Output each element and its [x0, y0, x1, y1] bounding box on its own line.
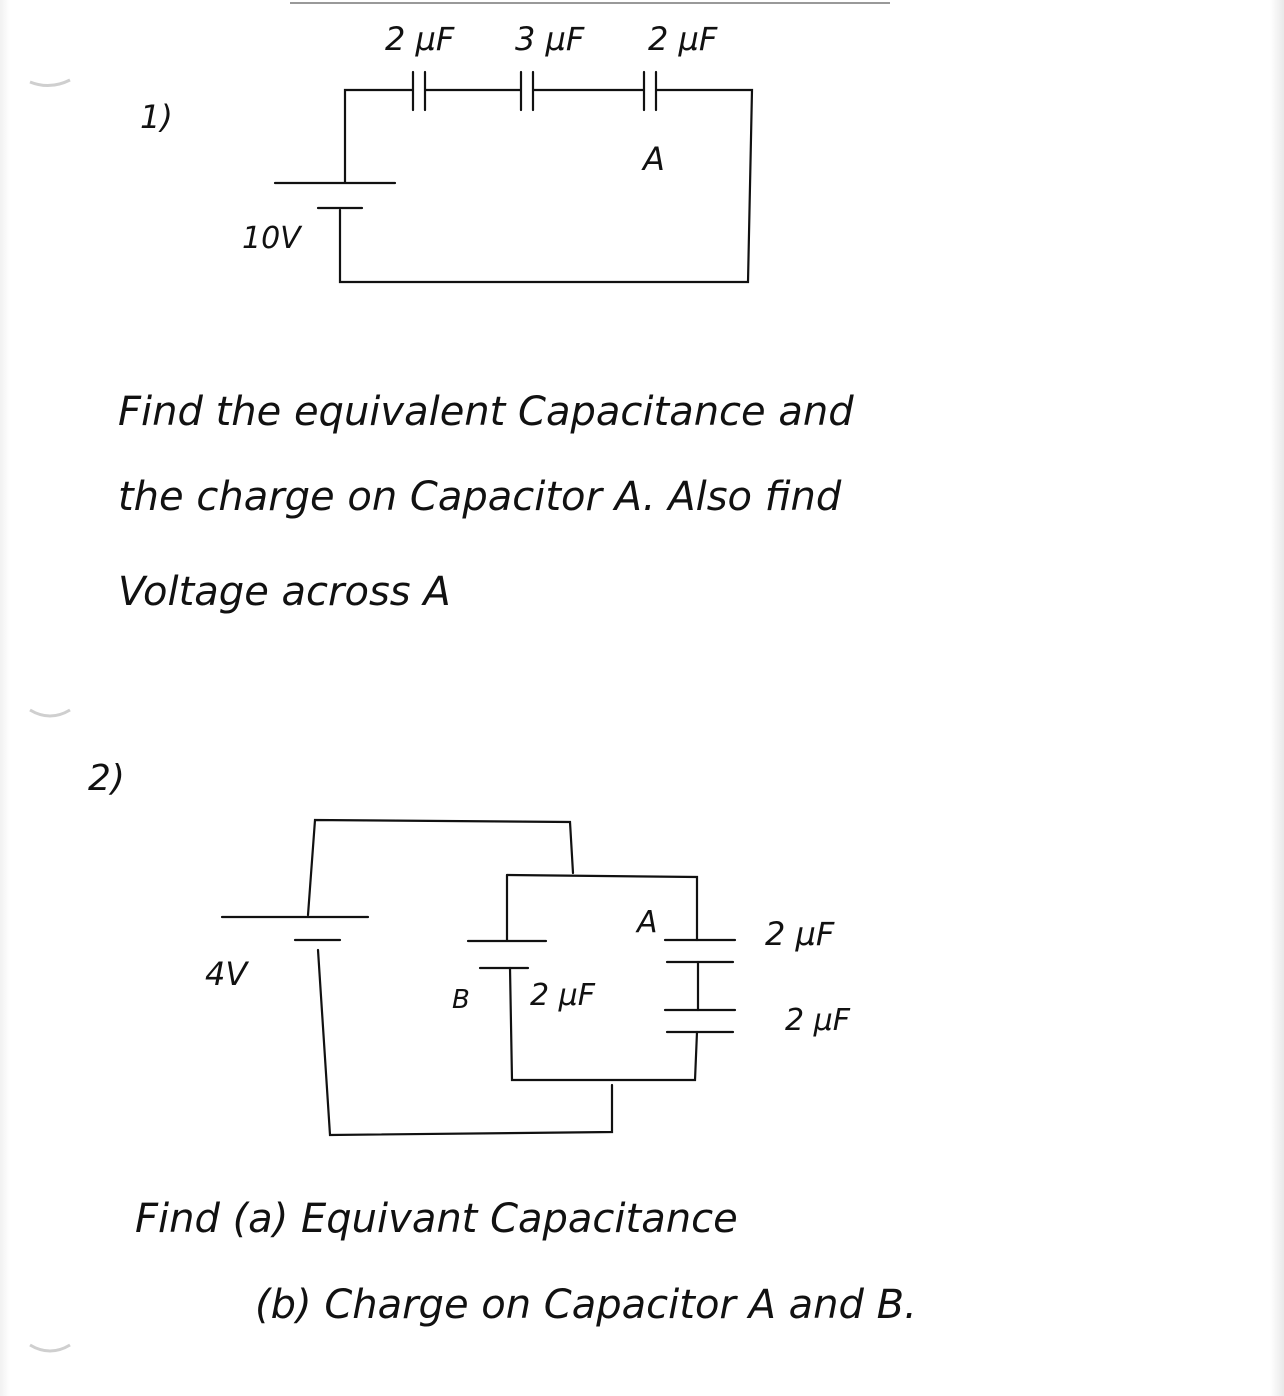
- problem2-question-line2: (b) Charge on Capacitor A and B.: [255, 1282, 917, 1328]
- problem1-circuit: [273, 70, 754, 284]
- problem1-cap-a-label: A: [641, 140, 665, 178]
- problem2-cap-b-value: 2 μF: [530, 978, 596, 1013]
- binder-hole-2: [29, 708, 71, 718]
- problem2-cap-c-value: 2 μF: [785, 1003, 851, 1038]
- problem1-wire-left-top: [343, 88, 414, 184]
- binder-hole-3: [29, 1343, 71, 1353]
- problem2-wire-inner-bottom: [508, 966, 699, 1082]
- problem2-circuit: [220, 818, 737, 1137]
- problem2-question-line1: Find (a) Equivant Capacitance: [135, 1196, 738, 1242]
- page-left-edge: [0, 0, 10, 1396]
- problem1-question-line3: Voltage across A: [118, 569, 451, 615]
- problem1-cap3-value: 2 μF: [648, 20, 718, 58]
- problem2-number: 2): [88, 758, 125, 799]
- problem2-cap-b-label: B: [452, 985, 470, 1015]
- problem1-cap2-value: 3 μF: [515, 20, 585, 58]
- problem2-wire-outer-top: [306, 818, 575, 917]
- problem1-question-line2: the charge on Capacitor A. Also find: [118, 474, 842, 520]
- problem1-battery-label: 10V: [242, 221, 303, 256]
- binder-hole-marks: [29, 78, 71, 1353]
- problem1-wire-right-bottom: [338, 88, 754, 284]
- page-right-edge: [1270, 0, 1284, 1396]
- problem1-number: 1): [140, 98, 173, 136]
- problem2-battery-label: 4V: [205, 955, 249, 993]
- problem2-wire-outer-bottom: [316, 948, 614, 1137]
- problem2-cap-a-value: 2 μF: [765, 915, 835, 953]
- problem2-cap-a-label: A: [635, 905, 658, 940]
- binder-hole-1: [29, 78, 71, 87]
- problem1-question-line1: Find the equivalent Capacitance and: [118, 389, 854, 435]
- problem1-cap1-value: 2 μF: [385, 20, 455, 58]
- problem2-wire-inner-top: [505, 873, 699, 942]
